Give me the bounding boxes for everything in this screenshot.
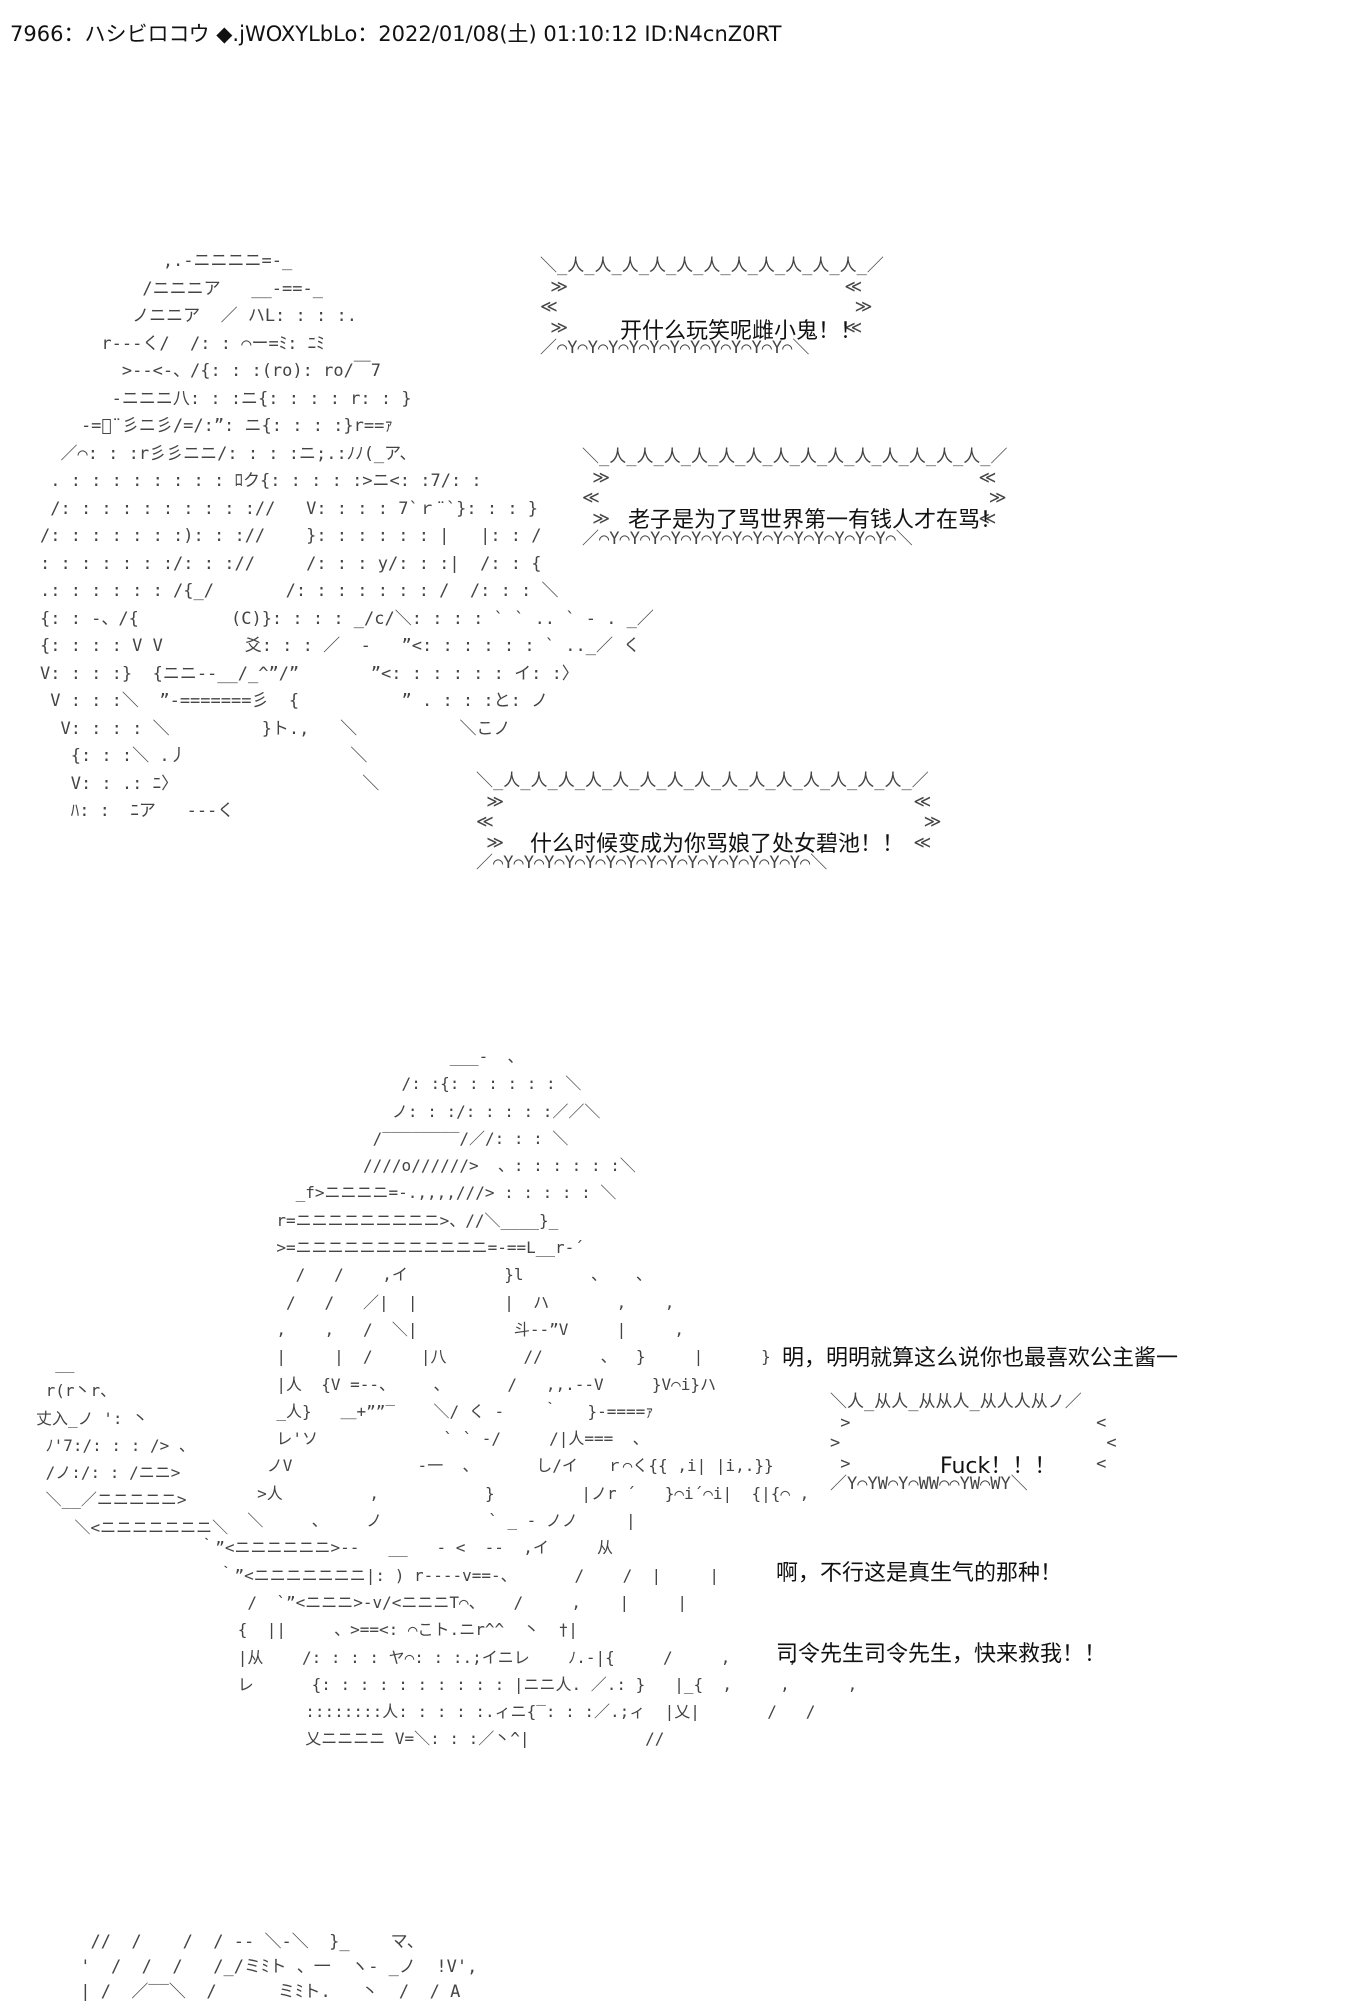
speech-bubble-frame-2: ＼_人_人_人_人_人_人_人_人_人_人_人_人_人_人_／ ≫ ≪ ≪ ≫ …: [582, 447, 1008, 549]
ascii-art-figure-left: ,.-ニニニニ=-_ /ニニニア __-==-_ ノニニア ／ ハL: : : …: [40, 251, 654, 821]
dialog-line-3: 司令先生司令先生，快来救我！！: [776, 1642, 1107, 1667]
speech-bubble-frame-3: ＼_人_人_人_人_人_人_人_人_人_人_人_人_人_人_人_／ ≫ ≪ ≪ …: [476, 771, 942, 873]
ascii-art-figure-bottom: // / / / ‐‐ ＼‐＼ }_ マ、 ' / / / /_/ミﾐト 、一 …: [80, 1932, 478, 2002]
ascii-art-figure-arm: __ r(r丶r、 丈入_ノ ': 丶 ﾉ'7:/: : : /> 、 /ノ:/…: [36, 1354, 229, 1537]
speech-bubble-text-2: 老子是为了骂世界第一有钱人才在骂！: [628, 508, 1003, 533]
speech-bubble-frame-4: ＼人_从人_从从人_从人人从ノ／ > < > < > < ／Y⌒YW⌒Y⌒WW⌒…: [830, 1392, 1117, 1494]
speech-bubble-text-3: 什么时候变成为你骂娘了处女碧池！！: [530, 832, 905, 857]
speech-bubble-frame-1: ＼_人_人_人_人_人_人_人_人_人_人_人_／ ≫ ≪ ≪ ≫ ≫ ≪ ／⌒…: [540, 256, 884, 358]
speech-bubble-text-4: Fuck！！！: [940, 1454, 1057, 1479]
ascii-art-figure-witch: ___- 、 /: :{: : : : : : ＼ ノ: : :/: : : :…: [199, 1047, 858, 1749]
speech-bubble-text-1: 开什么玩笑呢雌小鬼！！: [620, 319, 863, 344]
dialog-line-1: 明，明明就算这么说你也最喜欢公主酱一: [782, 1346, 1179, 1371]
post-header: 7966：ハシビロコウ ◆.jWOXYLbLo：2022/01/08(土) 01…: [10, 22, 782, 46]
dialog-line-2: 啊，不行这是真生气的那种！: [776, 1561, 1063, 1586]
